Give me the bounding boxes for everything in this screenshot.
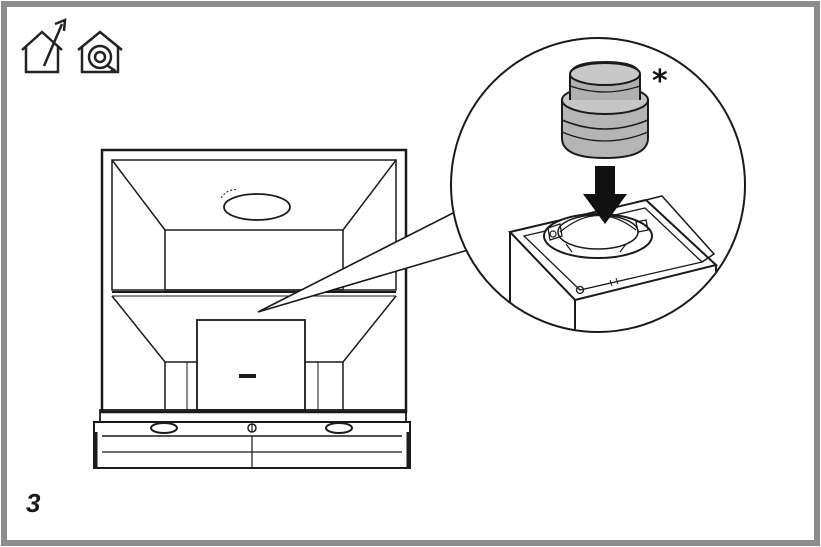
carbon-filter (561, 60, 649, 160)
lamp-left (150, 422, 178, 434)
step-number: 3 (26, 488, 41, 518)
lamp-right (325, 422, 353, 434)
recirculation-mode-icon (77, 30, 123, 74)
asterisk-note: * (652, 64, 668, 99)
fan-outlet (223, 193, 291, 221)
cooker-hood (93, 148, 411, 469)
insert-direction-arrow (583, 166, 627, 224)
ducted-mode-icon (21, 18, 67, 74)
motor-cover (196, 319, 306, 411)
